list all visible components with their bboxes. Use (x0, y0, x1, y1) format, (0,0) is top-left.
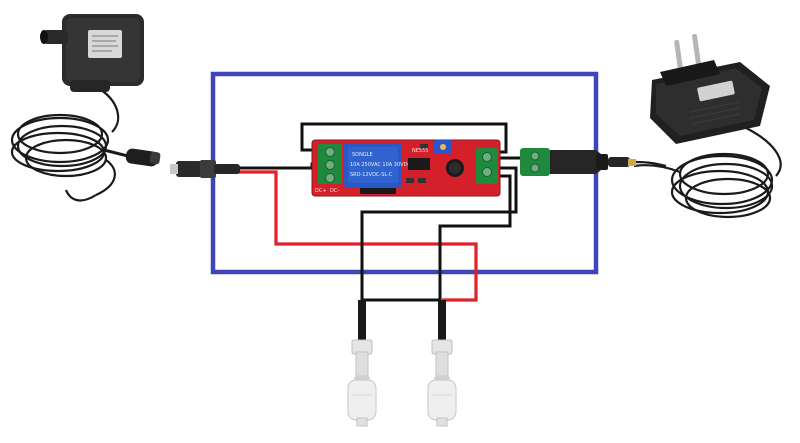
float-switch-right (427, 300, 457, 427)
black-wire-top (300, 122, 508, 154)
float-switch-left (347, 300, 377, 427)
red-wire (238, 170, 478, 302)
water-pump-icon (10, 14, 161, 202)
relay-label-2: 10A 250VAC 10A 30VDC (350, 162, 411, 168)
black-wire-float-1 (360, 166, 518, 318)
board-model: NE555 (412, 148, 428, 154)
dc-female-connector (125, 148, 161, 167)
adapter-dc-plug (608, 157, 667, 168)
relay-label-3: SRD-12VDC-SL-C (350, 172, 393, 178)
relay-module: SONGLE 10A 250VAC 10A 30VDC SRD-12VDC-SL… (344, 143, 411, 187)
power-adapter-icon (633, 33, 782, 219)
terminal-block-right (476, 148, 498, 184)
board-plus-label: DC+ (315, 188, 327, 194)
dc-terminal-adapter (520, 148, 608, 176)
relay-board: SONGLE 10A 250VAC 10A 30VDC SRD-12VDC-SL… (311, 139, 501, 197)
wiring (238, 122, 520, 318)
ic-chip (408, 158, 430, 170)
relay-label-1: SONGLE (352, 152, 373, 158)
dc-jack-icon (170, 160, 240, 178)
board-minus-label: DC- (330, 188, 339, 194)
terminal-block-left (318, 144, 342, 184)
float-switch-icon (347, 300, 457, 427)
black-wire-float-2 (362, 174, 512, 302)
